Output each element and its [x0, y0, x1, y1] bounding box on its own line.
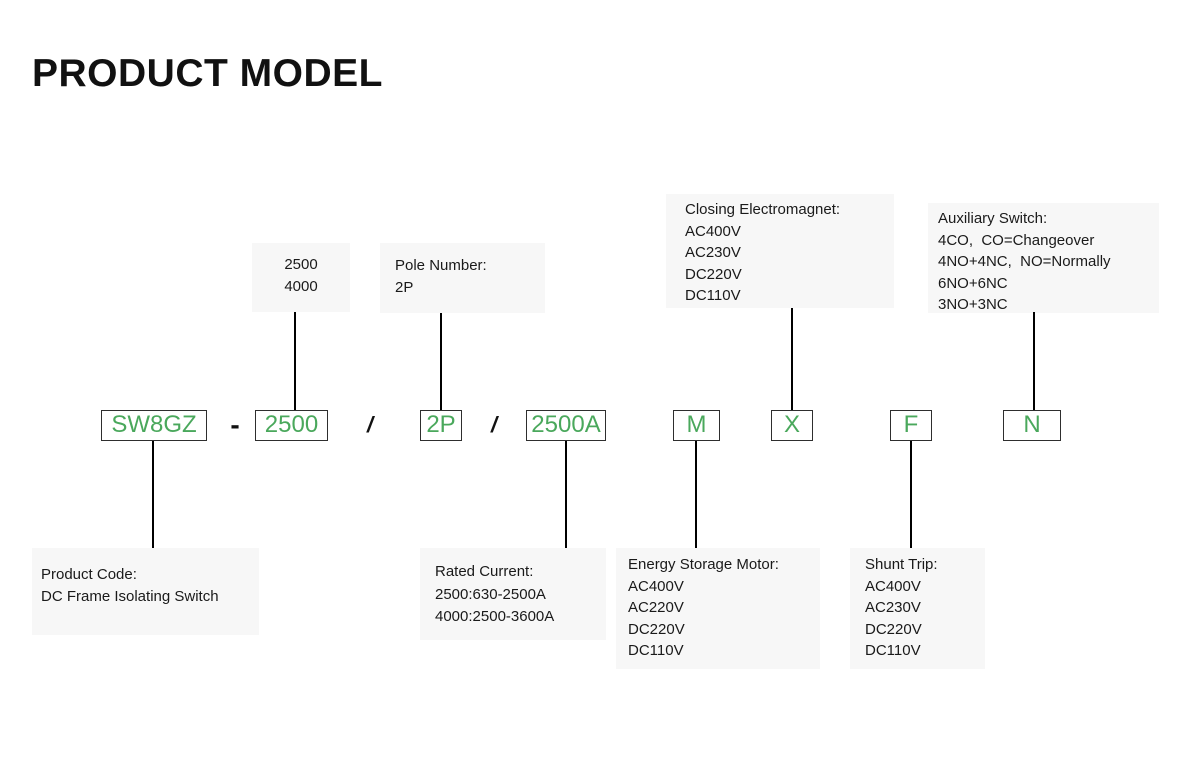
connector-line-product-code: [152, 441, 154, 548]
page-title: PRODUCT MODEL: [32, 52, 383, 95]
callout-energy-storage-motor: Energy Storage Motor: AC400V AC220V DC22…: [616, 548, 820, 669]
connector-line-auxiliary-switch: [1033, 312, 1035, 410]
connector-line-rated-current: [565, 441, 567, 548]
code-box-pole-number: 2P: [420, 410, 462, 441]
callout-closing-electromagnet: Closing Electromagnet: AC400V AC230V DC2…: [666, 194, 894, 308]
separator-dash: -: [230, 409, 240, 440]
connector-line-pole-number: [440, 313, 442, 410]
code-box-shunt-trip: F: [890, 410, 932, 441]
code-box-series: SW8GZ: [101, 410, 207, 441]
connector-line-closing-electromagnet: [791, 308, 793, 410]
connector-line-energy-storage-motor: [695, 441, 697, 548]
callout-rated-current: Rated Current: 2500:630-2500A 4000:2500-…: [420, 548, 606, 640]
callout-auxiliary-switch: Auxiliary Switch: 4CO, CO=Changeover 4NO…: [928, 203, 1159, 313]
callout-pole-number: Pole Number: 2P: [380, 243, 545, 313]
code-box-rated-current: 2500A: [526, 410, 606, 441]
code-box-closing-electromagnet: X: [771, 410, 813, 441]
connector-line-shunt-trip: [910, 441, 912, 548]
separator-slash: /: [366, 412, 374, 437]
connector-line-frame-sizes: [294, 312, 296, 410]
code-box-auxiliary-switch: N: [1003, 410, 1061, 441]
code-box-frame-size: 2500: [255, 410, 328, 441]
code-box-energy-motor: M: [673, 410, 720, 441]
callout-shunt-trip: Shunt Trip: AC400V AC230V DC220V DC110V: [850, 548, 985, 669]
separator-slash: /: [490, 412, 498, 437]
callout-product-code: Product Code: DC Frame Isolating Switch: [32, 548, 259, 635]
callout-frame-sizes: 2500 4000: [252, 243, 350, 312]
